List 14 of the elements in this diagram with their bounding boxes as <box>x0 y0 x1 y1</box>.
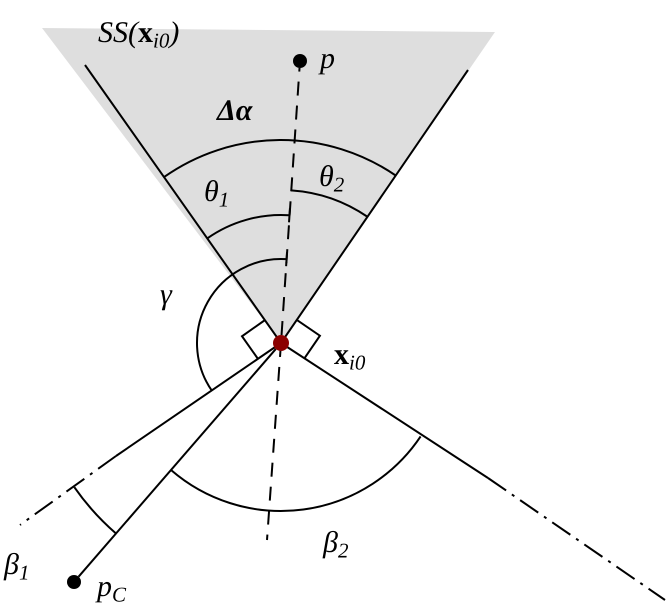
point-dot <box>67 575 81 589</box>
angle-label: Δα <box>217 96 252 126</box>
point-label: p <box>320 44 335 74</box>
angle-label: θ$_{1}$ <box>204 177 230 207</box>
point-label: x$_{i0}$ <box>334 340 366 370</box>
angle-label: γ <box>160 280 172 310</box>
angle-label: β$_{1}$ <box>4 550 30 580</box>
region-label: SS(x$_{i0}$) <box>98 18 180 48</box>
dashed-line <box>280 68 301 336</box>
angle-label: θ$_{2}$ <box>319 162 344 192</box>
point-label: p$_{C}$ <box>97 572 126 602</box>
point-dot <box>273 335 289 351</box>
angle-label: β$_{2}$ <box>323 528 348 558</box>
line <box>78 348 277 578</box>
